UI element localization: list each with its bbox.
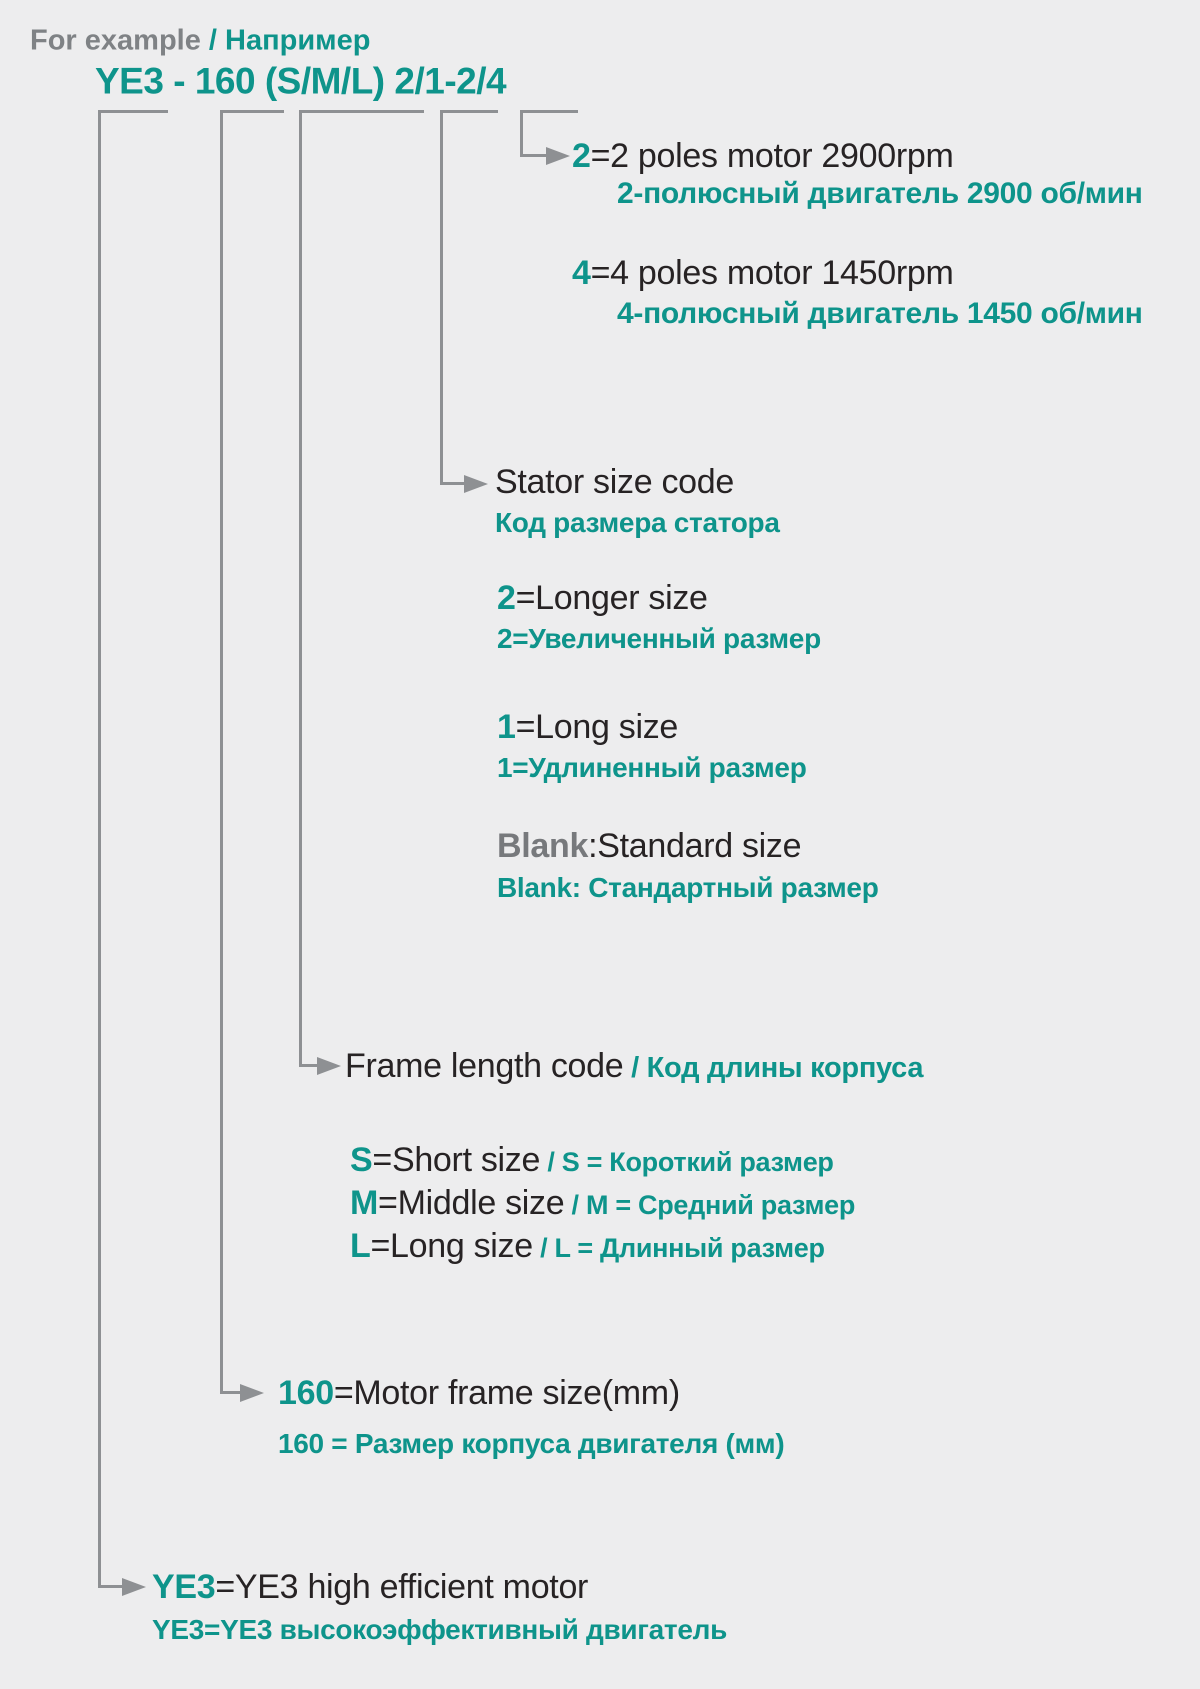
example-label-en: For example: [30, 24, 201, 57]
series-text-ru: YE3=YE3 высокоэффективный двигатель: [152, 1614, 728, 1645]
connector-stator-vertical: [440, 110, 443, 485]
frame-length-title-en: Frame length code: [345, 1047, 624, 1085]
series-lead: YE3: [152, 1568, 216, 1606]
frame-length-s-lead: S: [350, 1141, 373, 1179]
frame-length-title: Frame length code / Код длины корпуса: [345, 1049, 923, 1083]
poles-4-entry: 4=4 poles motor 1450rpm: [572, 256, 954, 290]
connector-160-vertical: [220, 110, 223, 1394]
series-text-en: =YE3 high efficient motor: [215, 1568, 589, 1606]
frame-size-text-en: =Motor frame size(mm): [333, 1374, 680, 1412]
frame-length-l-entry: L=Long size / L = Длинный размер: [350, 1229, 825, 1263]
stator-1-text-ru: 1=Удлиненный размер: [497, 752, 807, 783]
frame-length-l-text-en: =Long size: [370, 1227, 533, 1265]
poles-4-lead: 4: [572, 254, 591, 292]
underline-sml: [299, 110, 424, 113]
frame-size-text-ru: 160 = Размер корпуса двигателя (мм): [278, 1428, 785, 1459]
example-label-ru: / Например: [200, 24, 371, 57]
poles-2-text-ru: 2-полюсный двигатель 2900 об/мин: [617, 177, 1143, 210]
stator-blank-lead: Blank: [497, 827, 589, 865]
stator-1-lead: 1: [497, 708, 516, 746]
stator-2-text-en: =Longer size: [515, 579, 708, 617]
arrow-right-icon-ye3: [122, 1577, 146, 1596]
frame-length-l-lead: L: [350, 1227, 371, 1265]
frame-size-lead: 160: [278, 1374, 334, 1412]
stator-title-ru: Код размера статора: [495, 507, 780, 538]
poles-2-lead: 2: [572, 137, 591, 175]
frame-length-s-entry: S=Short size / S = Короткий размер: [350, 1143, 834, 1177]
arrow-right-icon-poles: [546, 146, 570, 165]
poles-4-text-ru: 4-полюсный двигатель 1450 об/мин: [617, 297, 1143, 330]
underline-24: [520, 110, 578, 113]
arrow-right-icon-stator: [464, 474, 488, 493]
frame-length-s-text-en: =Short size: [372, 1141, 541, 1179]
connector-160-stub: [220, 1391, 242, 1394]
connector-poles-vertical: [520, 110, 523, 157]
underline-ye3: [98, 110, 168, 113]
frame-length-m-text-en: =Middle size: [378, 1184, 565, 1222]
arrow-right-icon-160: [240, 1383, 264, 1402]
frame-length-m-text-ru: / M = Средний размер: [564, 1190, 856, 1220]
arrow-right-icon-frame-length: [317, 1056, 341, 1075]
underline-21: [440, 110, 498, 113]
stator-title-en: Stator size code: [495, 463, 734, 501]
stator-1-text-en: =Long size: [515, 708, 679, 746]
series-entry: YE3=YE3 high efficient motor: [152, 1570, 588, 1604]
frame-size-entry: 160=Motor frame size(mm): [278, 1376, 680, 1410]
poles-4-text-en: =4 poles motor 1450rpm: [590, 254, 954, 292]
frame-length-m-lead: M: [350, 1184, 379, 1222]
poles-2-entry: 2=2 poles motor 2900rpm: [572, 139, 954, 173]
underline-160: [220, 110, 284, 113]
connector-stator-stub: [440, 482, 466, 485]
connector-frame-length-vertical: [299, 110, 302, 1067]
frame-length-title-ru: / Код длины корпуса: [623, 1052, 924, 1084]
frame-length-s-text-ru: / S = Короткий размер: [540, 1147, 834, 1177]
stator-1-entry: 1=Long size: [497, 710, 678, 744]
poles-2-text-en: =2 poles motor 2900rpm: [590, 137, 954, 175]
stator-blank-text-en: :Standard size: [588, 827, 802, 865]
frame-length-m-entry: M=Middle size / M = Средний размер: [350, 1186, 855, 1220]
connector-poles-stub: [520, 154, 548, 157]
stator-2-lead: 2: [497, 579, 516, 617]
connector-ye3-stub: [98, 1585, 124, 1588]
example-label: For example / Например: [30, 24, 371, 57]
connector-ye3-vertical: [98, 110, 101, 1588]
stator-2-text-ru: 2=Увеличенный размер: [497, 623, 821, 654]
frame-length-l-text-ru: / L = Длинный размер: [532, 1233, 825, 1263]
stator-blank-text-ru: Blank: Стандартный размер: [497, 872, 879, 903]
connector-frame-length-stub: [299, 1064, 319, 1067]
model-code: YE3 - 160 (S/M/L) 2/1-2/4: [95, 60, 507, 102]
stator-blank-entry: Blank:Standard size: [497, 827, 802, 865]
stator-2-entry: 2=Longer size: [497, 581, 708, 615]
